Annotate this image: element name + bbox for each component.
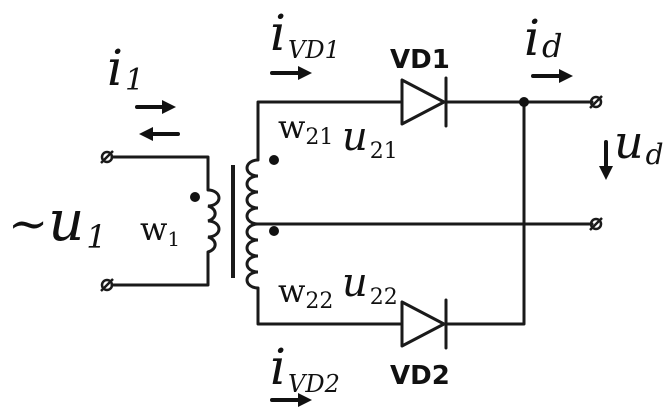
terminal-output-top xyxy=(589,95,603,109)
primary-circuit xyxy=(100,150,221,292)
diode-vd1 xyxy=(400,76,448,128)
arrow-ivd2 xyxy=(270,393,312,407)
vd2-to-output-wire xyxy=(444,100,526,326)
w22-polarity-dot xyxy=(269,226,279,236)
label-ivd1: iVD1 xyxy=(270,4,340,64)
arrow-id xyxy=(531,69,573,83)
label-ud: ud xyxy=(614,115,664,171)
label-u1: ~u1 xyxy=(8,189,107,256)
diode-vd2 xyxy=(400,298,448,350)
output-junction-dot xyxy=(519,97,529,107)
label-u21: u21 xyxy=(342,114,398,164)
label-ivd2: iVD2 xyxy=(270,338,340,398)
label-vd2: VD2 xyxy=(390,361,450,391)
primary-winding xyxy=(207,188,221,254)
terminal-output-bottom xyxy=(589,217,603,231)
label-vd1: VD1 xyxy=(390,45,450,75)
lower-wire xyxy=(256,286,402,326)
arrow-ivd1 xyxy=(270,66,312,80)
arrow-ud xyxy=(599,140,613,180)
primary-wire-bottom xyxy=(110,250,210,287)
label-w22: w22 xyxy=(278,272,333,314)
arrow-i1-right xyxy=(135,100,176,114)
primary-polarity-dot xyxy=(190,192,200,202)
arrow-i1-left xyxy=(139,127,180,141)
label-w21: w21 xyxy=(278,108,333,150)
secondary-winding-w21 xyxy=(245,158,259,226)
secondary-circuit xyxy=(245,76,603,350)
label-w1: w1 xyxy=(140,210,180,251)
label-i1: i1 xyxy=(107,39,144,98)
upper-wire xyxy=(256,100,402,162)
label-u22: u22 xyxy=(342,260,398,310)
w21-polarity-dot xyxy=(269,155,279,165)
label-id: id xyxy=(524,9,562,67)
primary-wire-top xyxy=(110,155,210,192)
secondary-winding-w22 xyxy=(245,222,259,290)
